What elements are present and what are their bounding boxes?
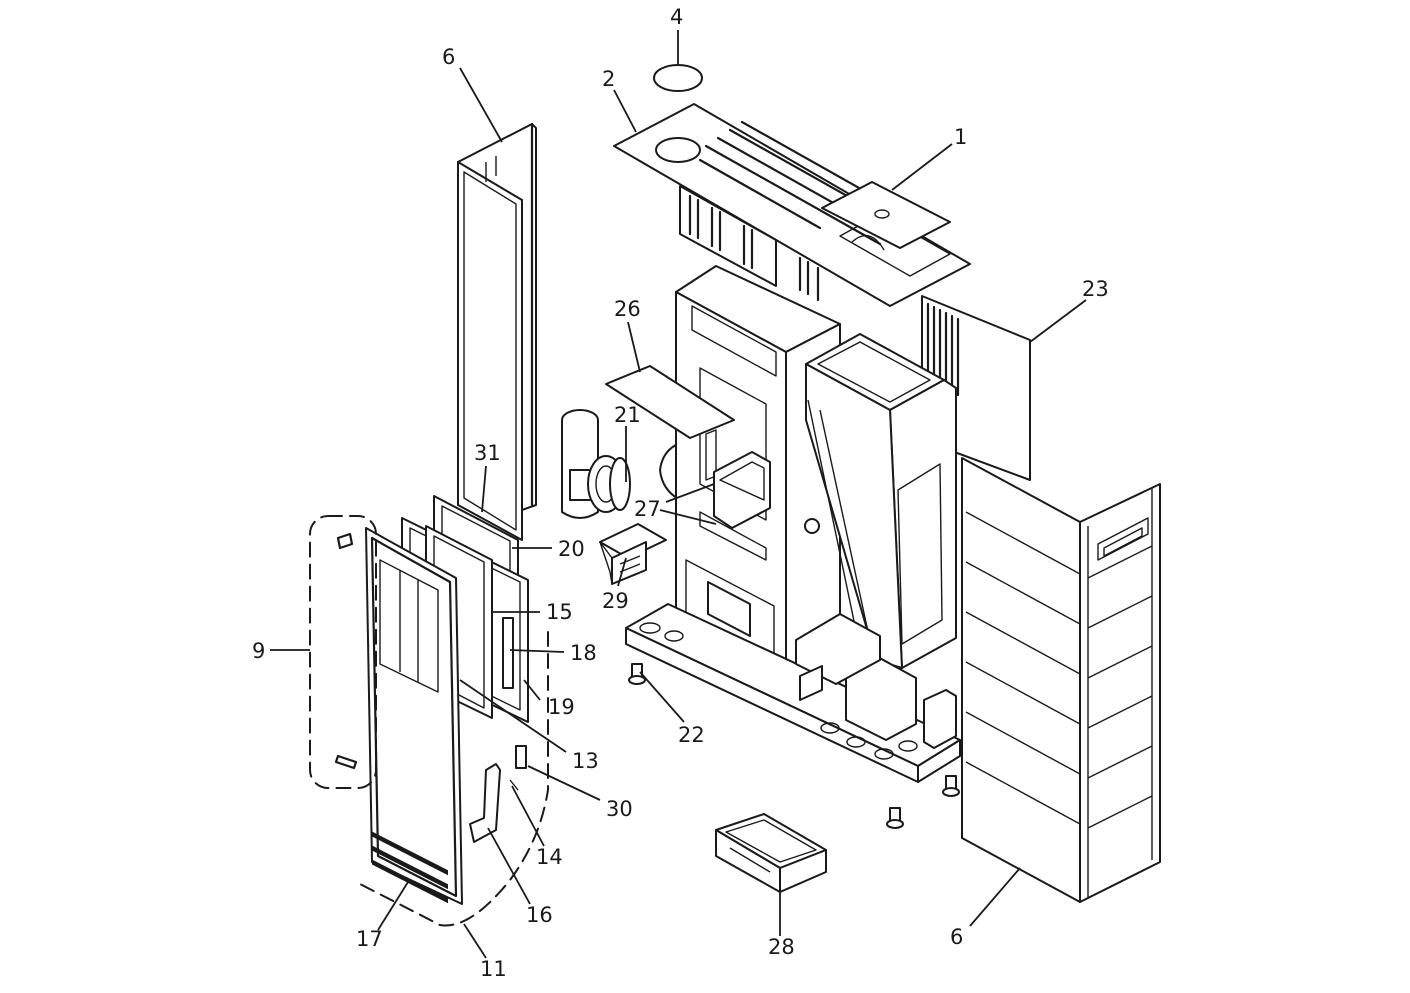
callout-21: 21 <box>614 403 641 427</box>
callout-27: 27 <box>634 497 661 521</box>
callout-6-left: 6 <box>442 45 455 69</box>
flue-gasket <box>653 64 703 92</box>
callout-17: 17 <box>356 927 383 951</box>
callout-22: 22 <box>678 723 705 747</box>
callout-2: 2 <box>602 67 615 91</box>
adjustable-feet <box>628 663 960 829</box>
left-side-panel <box>457 122 537 541</box>
callout-11: 11 <box>480 957 507 981</box>
callout-14: 14 <box>536 845 563 869</box>
base-plate <box>625 603 961 783</box>
callout-1: 1 <box>954 125 967 149</box>
leader-lines <box>270 30 1087 959</box>
callout-15: 15 <box>546 600 573 624</box>
callout-9: 9 <box>252 639 265 663</box>
burn-pot <box>599 523 667 585</box>
stove-body <box>605 185 957 713</box>
front-door <box>365 527 463 905</box>
right-side-panel <box>961 457 1161 903</box>
callout-31: 31 <box>474 441 501 465</box>
callout-29: 29 <box>602 589 629 613</box>
top-plate <box>613 103 971 307</box>
top-cover <box>821 181 951 249</box>
ash-drawer <box>715 813 827 893</box>
callout-20: 20 <box>558 537 585 561</box>
callout-6-right: 6 <box>950 925 963 949</box>
callout-28: 28 <box>768 935 795 959</box>
callout-18: 18 <box>570 641 597 665</box>
callout-labels: 4 2 1 6 23 26 21 27 31 20 15 18 19 13 30… <box>252 5 1109 981</box>
callout-13: 13 <box>572 749 599 773</box>
callout-19: 19 <box>548 695 575 719</box>
door-handle <box>359 631 549 927</box>
callout-4: 4 <box>670 5 683 29</box>
callout-30: 30 <box>606 797 633 821</box>
hinge-set <box>309 515 377 789</box>
callout-23: 23 <box>1082 277 1109 301</box>
callout-26: 26 <box>614 297 641 321</box>
callout-16: 16 <box>526 903 553 927</box>
